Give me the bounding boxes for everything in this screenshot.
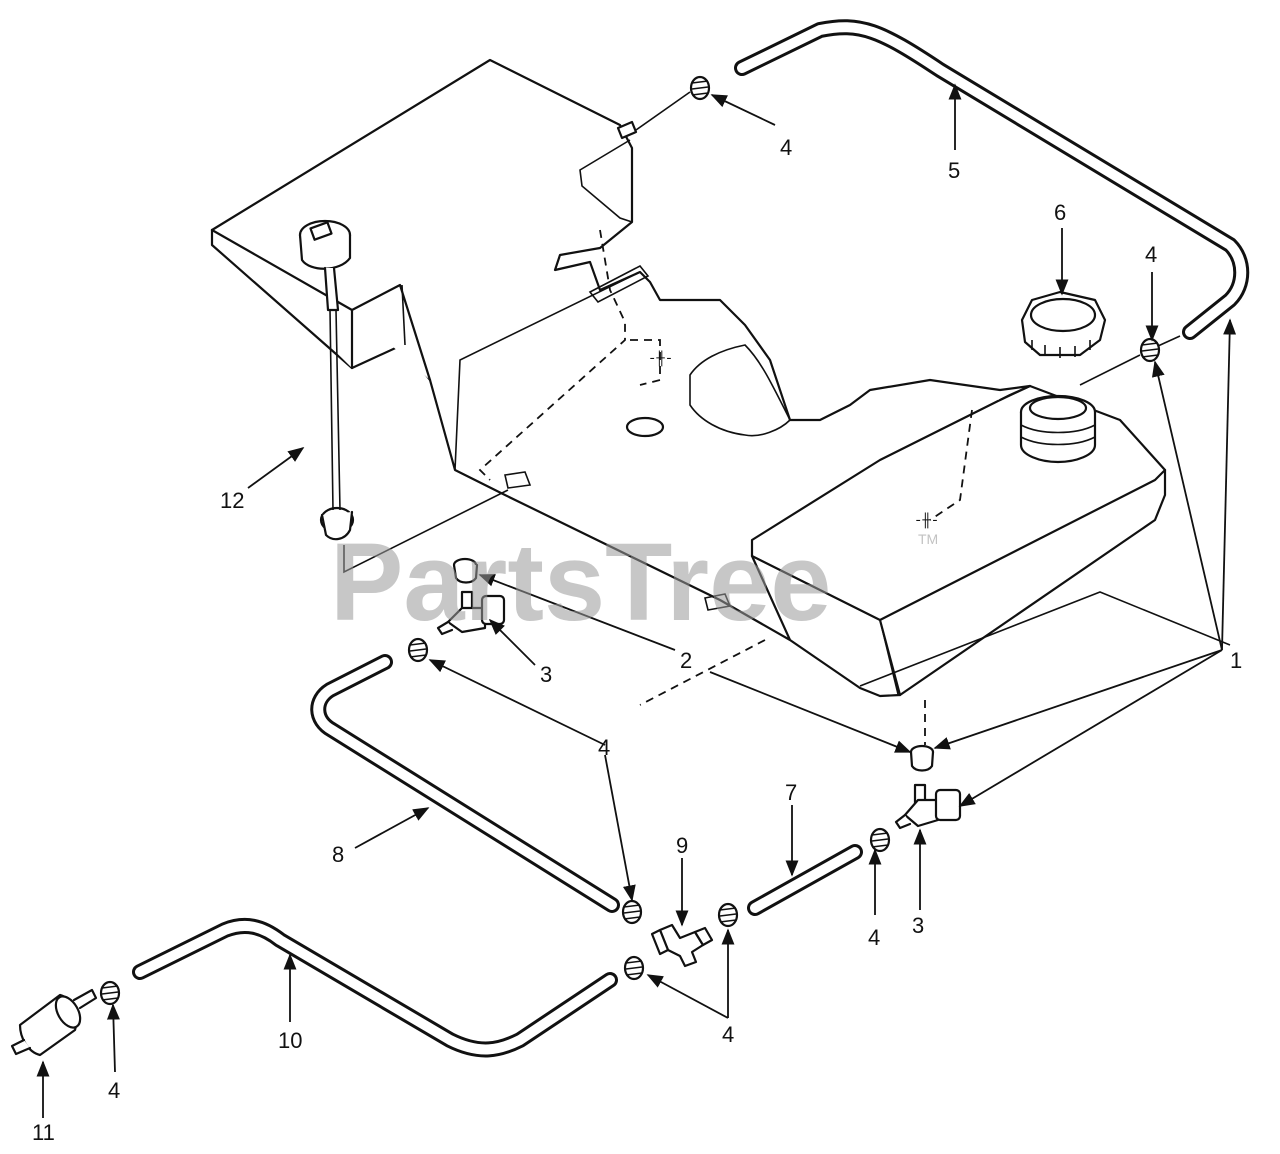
- hose-clamps: [99, 75, 1161, 1006]
- shutoff-valve-lower: [894, 783, 962, 830]
- svg-text:-╫-: -╫-: [914, 512, 939, 529]
- callout-9: 9: [676, 833, 688, 858]
- hose-7: [747, 844, 863, 916]
- callout-3-lower: 3: [912, 913, 924, 938]
- leaders: [36, 83, 1237, 1118]
- clamp-filter: [99, 980, 121, 1006]
- clamp-left: [407, 637, 429, 663]
- callout-10: 10: [278, 1028, 302, 1053]
- hose-10: [132, 917, 618, 1058]
- callout-1: 1: [1230, 648, 1242, 673]
- clamp-tee-right: [717, 902, 739, 928]
- grommet-lower: [909, 744, 935, 772]
- callout-8: 8: [332, 842, 344, 867]
- clamp-lower-right: [869, 827, 891, 853]
- tee-fitting: [650, 923, 714, 968]
- hose-8: [310, 654, 620, 913]
- clamp-tee-left-lower: [623, 955, 645, 981]
- grommet-upper: [452, 557, 479, 584]
- callout-7: 7: [785, 780, 797, 805]
- callout-4-right: 4: [1145, 242, 1157, 267]
- callout-4-left: 4: [598, 735, 610, 760]
- shutoff-valve-upper: [436, 590, 506, 636]
- clamp-tee-left-upper: [621, 899, 643, 925]
- callout-3-upper: 3: [540, 662, 552, 687]
- callouts: 1 2 3 3 4 4 4 4 4 4 4 5 6 7 8 9 10 11 12: [32, 135, 1242, 1145]
- hidden-lines: [478, 229, 973, 745]
- watermark: PartsTree TM: [330, 521, 938, 644]
- callout-2: 2: [680, 648, 692, 673]
- callout-4-lower-right: 4: [868, 925, 880, 950]
- callout-6: 6: [1054, 200, 1066, 225]
- callout-4-filter: 4: [108, 1078, 120, 1103]
- fuel-cap: [1020, 290, 1107, 358]
- callout-12: 12: [220, 488, 244, 513]
- callout-11: 11: [32, 1120, 55, 1145]
- watermark-tm: TM: [918, 531, 938, 547]
- clamp-right: [1139, 337, 1161, 363]
- connection-lines: [343, 91, 1231, 687]
- fuel-tank: -╫- -╫-: [210, 58, 1167, 698]
- callout-4-top: 4: [780, 135, 792, 160]
- callout-5: 5: [948, 158, 960, 183]
- callout-4-bottom: 4: [722, 1022, 734, 1047]
- fuel-filter: [10, 988, 98, 1057]
- fuel-gauge: [298, 219, 355, 541]
- clamp-top: [689, 75, 711, 101]
- watermark-text: PartsTree: [330, 521, 831, 644]
- hose-5: [734, 19, 1250, 340]
